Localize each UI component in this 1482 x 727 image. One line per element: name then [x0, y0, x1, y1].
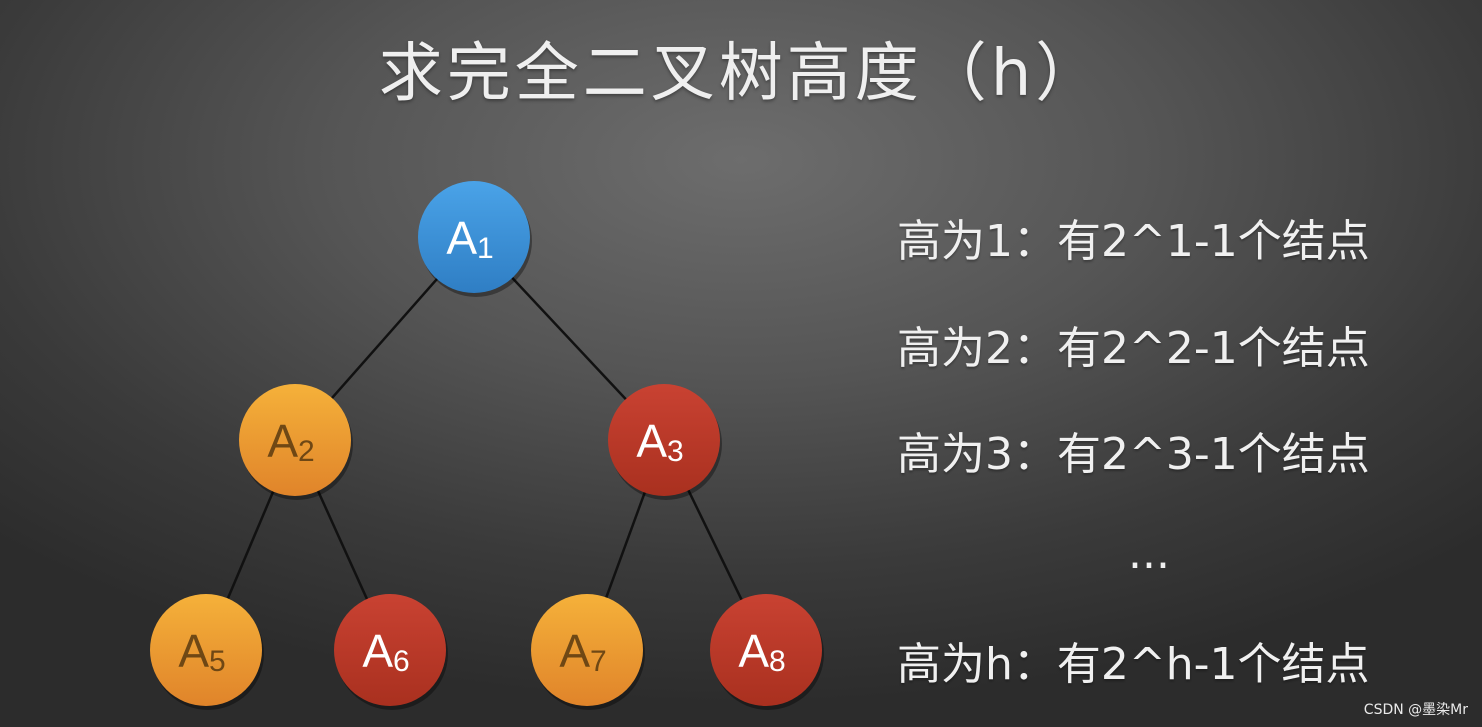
formula-height-h: 高为h：有2^h-1个结点: [897, 639, 1370, 690]
page-title: 求完全二叉树高度（h）: [378, 37, 1104, 111]
formula-height-3: 高为3：有2^3-1个结点: [897, 429, 1370, 480]
tree-node-a5: A5: [150, 594, 264, 710]
node-circle: [150, 594, 262, 706]
ellipsis: ...: [1128, 528, 1170, 579]
tree-node-a3: A3: [608, 384, 722, 500]
tree-node-a8: A8: [710, 594, 824, 710]
node-circle: [608, 384, 720, 496]
node-label: A2: [267, 415, 314, 468]
node-label: A8: [738, 625, 785, 678]
tree-node-a7: A7: [531, 594, 645, 710]
node-circle: [418, 181, 530, 293]
node-circle: [334, 594, 446, 706]
node-label: A5: [178, 625, 225, 678]
node-label: A7: [559, 625, 606, 678]
tree-node-a2: A2: [239, 384, 353, 500]
node-label: A1: [446, 212, 493, 265]
formula-height-2: 高为2：有2^2-1个结点: [897, 323, 1370, 374]
node-circle: [531, 594, 643, 706]
tree-node-a1: A1: [418, 181, 532, 297]
node-label: A3: [636, 415, 683, 468]
tree-node-a6: A6: [334, 594, 448, 710]
node-circle: [710, 594, 822, 706]
node-circle: [239, 384, 351, 496]
formula-height-1: 高为1：有2^1-1个结点: [897, 216, 1370, 267]
node-label: A6: [362, 625, 409, 678]
watermark: CSDN @墨染Mr: [1363, 702, 1468, 718]
